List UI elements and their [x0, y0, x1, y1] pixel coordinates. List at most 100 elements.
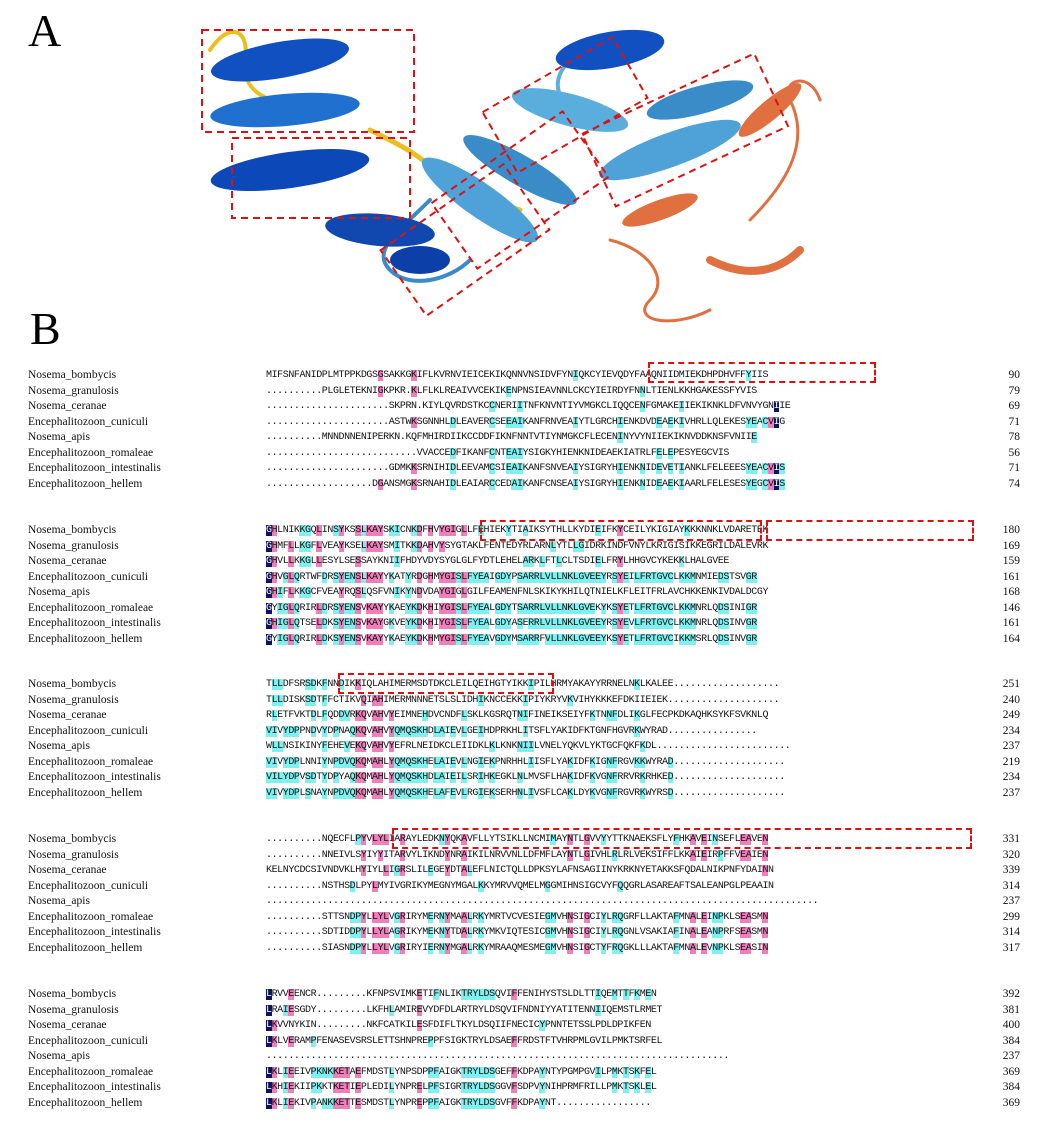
sequence-text: ..........SIASNDPYLLYLVGRIRYIERNYMGALRKY… — [266, 942, 769, 954]
residue-position: 78 — [1008, 431, 1021, 443]
sequence-text: GYIGLQRIRLDRSYENSVKAYYKAEYKDKHIYGISLFYEA… — [266, 602, 757, 614]
orange-loop-2 — [748, 79, 822, 222]
helix-10 — [599, 119, 741, 181]
residue-position: 169 — [1002, 539, 1020, 552]
residue-position: 299 — [1002, 910, 1020, 923]
species-name: Nosema_ceranae — [28, 400, 107, 412]
sequence-text: ..........MNNDNNENIPERKN.KQFMHIRDIIKCCDD… — [266, 432, 757, 443]
sequence-text: LRAIESGDY.........LKFHLAMIREVYDFDLARTRYL… — [266, 1004, 663, 1016]
species-name: Nosema_granulosis — [28, 384, 119, 397]
sequence-text: ..........SDTIDDPYLLYLAGRIKYMEKNYTDALRKY… — [266, 927, 769, 938]
alignment-row: Nosema_bombycis ..........NQECFLPYVLYLIAR… — [0, 832, 1044, 847]
residue-position: 90 — [1008, 369, 1021, 381]
species-name: Nosema_granulosis — [28, 539, 119, 552]
alignment-row: Nosema_granulosis..........NNEIVLSYIYYIT… — [0, 848, 1044, 863]
residue-position: 381 — [1002, 1003, 1020, 1016]
residue-position: 168 — [1002, 586, 1020, 598]
species-name: Nosema_ceranae — [28, 1019, 107, 1031]
species-name: Nosema_bombycis — [28, 988, 117, 1000]
residue-position: 384 — [1002, 1081, 1020, 1093]
sequence-text: TLLDFSRSDKFNNDIKKIQLAHIMERMSDTDKCLEILQEI… — [266, 679, 780, 690]
species-name: Encephalitozoon_romaleae — [28, 910, 154, 923]
sequence-text: ..........NQECFLPYVLYLIARAYLEDKNYQKAVFLL… — [266, 834, 769, 845]
species-name: Nosema_bombycis — [28, 369, 117, 381]
helix-9 — [555, 29, 665, 71]
residue-position: 234 — [1002, 771, 1020, 783]
sequence-text: GHVLLKKGLLESYLSESSAYKNIIFHDYVDYSYGLGLFYD… — [266, 556, 729, 567]
box-6 — [580, 52, 790, 208]
residue-position: 237 — [1002, 1050, 1020, 1062]
helix-4 — [325, 213, 435, 247]
panel-b-label: B — [30, 303, 61, 354]
box-block4-a — [392, 828, 972, 849]
species-name: Encephalitozoon_cuniculi — [28, 879, 149, 892]
species-name: Nosema_apis — [28, 740, 90, 752]
residue-position: 71 — [1008, 415, 1021, 428]
species-name: Encephalitozoon_cuniculi — [28, 570, 149, 583]
alignment-row: Encephalitozoon_cuniculi..........NSTHSD… — [0, 879, 1044, 894]
sequence-text: ..........PLGLETEKNIGKPKR.KLFLKLREAIVVCE… — [266, 385, 757, 397]
sequence-text: KELNYCDCSIVNDVKLHYIYLLIGRSLILEGEYDTALEFL… — [266, 865, 774, 876]
species-name: Nosema_granulosis — [28, 848, 119, 861]
residue-position: 237 — [1002, 740, 1020, 752]
panel-a-label: A — [28, 5, 62, 56]
species-name: Encephalitozoon_intestinalis — [28, 771, 161, 783]
sequence-text: VIVYDPLNNIYNPDVQKQMAHLYQMQSKHELAIEVLNGIE… — [266, 756, 785, 768]
residue-position: 392 — [1002, 988, 1020, 1000]
alignment-row: Encephalitozoon_hellem..................… — [0, 477, 1044, 492]
helix-5 — [390, 246, 450, 274]
helices — [210, 29, 802, 274]
box-block2-a — [480, 520, 762, 541]
residue-position: 314 — [1002, 879, 1020, 892]
helix-3 — [210, 148, 370, 192]
residue-position: 56 — [1008, 446, 1021, 459]
alignment-row: Nosema_apis.............................… — [0, 1049, 1044, 1064]
residue-position: 74 — [1008, 477, 1021, 490]
sequence-text: ......................GDMKKSRNIHIDLEEVAM… — [266, 463, 785, 474]
box-block1-a — [648, 362, 876, 383]
helix-12 — [738, 83, 802, 137]
sequence-text: ......................ASTWKSGNNHLDLEAVER… — [266, 416, 785, 428]
residue-position: 331 — [1002, 833, 1020, 845]
sequence-text: GHIGLQTSELDKSYENSVKAYGKVEYKDKHIYGISLFYEA… — [266, 618, 757, 629]
box-block3-a — [338, 673, 554, 694]
residue-position: 339 — [1002, 864, 1020, 876]
species-name: Nosema_bombycis — [28, 833, 117, 845]
alignment-row: Encephalitozoon_hellem ..........SIASNDPY… — [0, 941, 1044, 956]
sequence-text: LKHIEKIIPKKTKETIEPLEDILYNPRELPFSIGRTRYLD… — [266, 1082, 657, 1093]
species-name: Encephalitozoon_hellem — [28, 941, 143, 954]
helix-11 — [646, 80, 754, 120]
residue-position: 180 — [1002, 524, 1020, 536]
alignment-row: Encephalitozoon_romaleae................… — [0, 446, 1044, 461]
residue-position: 161 — [1002, 617, 1020, 629]
species-name: Nosema_apis — [28, 895, 90, 907]
residue-position: 71 — [1008, 462, 1021, 474]
box-1 — [201, 29, 415, 133]
species-name: Nosema_apis — [28, 431, 90, 443]
sequence-text: RLETFVKTDLFQDDVRKQVAHVYEIMNEHDVCNDFLSKLK… — [266, 710, 769, 721]
sequence-text: VIVYDPPNDVYDPNAQKQVAHVYQMQSKHDLAIEVLGEIH… — [266, 725, 757, 737]
helix-2 — [210, 92, 360, 128]
species-name: Nosema_ceranae — [28, 709, 107, 721]
residue-position: 384 — [1002, 1034, 1020, 1047]
sequence-text: GYIGLQRIRLDKSYENSVKAYYKAEYKDKHMYGISLFYEA… — [266, 633, 757, 645]
alignment-row: Encephalitozoon_cuniculi................… — [0, 415, 1044, 430]
sequence-text: GHIFLKKGCFVEAYRQSLQSFVNIKYNDVDAYGIGLGILF… — [266, 587, 769, 598]
alignment-row: Nosema_apis.............................… — [0, 894, 1044, 909]
alignment-row: Encephalitozoon_romaleae..........STTSND… — [0, 910, 1044, 925]
